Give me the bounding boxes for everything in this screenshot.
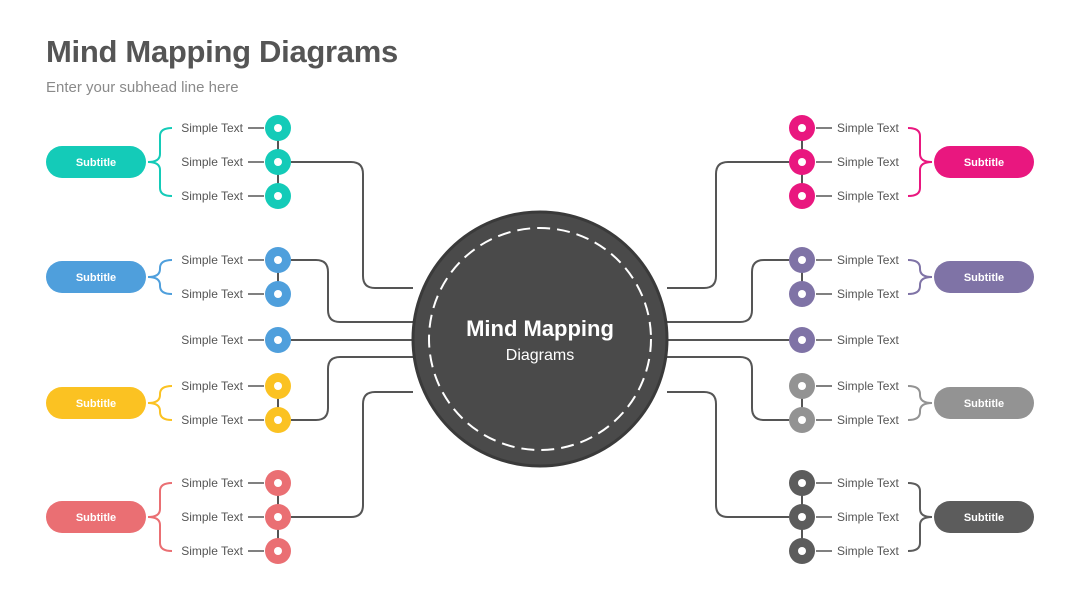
item-label: Simple Text	[181, 544, 243, 558]
trunk-connector	[667, 161, 789, 289]
trunk-connector	[667, 259, 789, 323]
item-label: Simple Text	[837, 253, 899, 267]
item-label: Simple Text	[181, 287, 243, 301]
center-circle	[411, 210, 669, 468]
node-dot-center	[274, 382, 282, 390]
subtitle-label: Subtitle	[76, 272, 116, 284]
bracket-icon	[147, 127, 173, 197]
item-label: Simple Text	[837, 155, 899, 169]
node-dot-center	[274, 158, 282, 166]
node-dot-center	[274, 513, 282, 521]
node-dot-center	[274, 416, 282, 424]
node-dot-center	[798, 192, 806, 200]
trunk-connector	[291, 259, 413, 323]
center-subtitle: Diagrams	[506, 347, 574, 364]
node-dot-center	[798, 382, 806, 390]
item-label: Simple Text	[837, 544, 899, 558]
item-label: Simple Text	[181, 155, 243, 169]
page-subhead: Enter your subhead line here	[46, 79, 239, 96]
subtitle-pill	[46, 146, 146, 178]
item-label: Simple Text	[837, 379, 899, 393]
node-dot-center	[274, 192, 282, 200]
subtitle-pill	[46, 501, 146, 533]
subtitle-label: Subtitle	[964, 398, 1004, 410]
item-label: Simple Text	[181, 476, 243, 490]
item-label: Simple Text	[181, 510, 243, 524]
subtitle-pill	[934, 261, 1034, 293]
node-dot-center	[798, 336, 806, 344]
bracket-icon	[907, 385, 933, 421]
subtitle-label: Subtitle	[76, 398, 116, 410]
node-dot-center	[798, 256, 806, 264]
node-dot-center	[798, 158, 806, 166]
item-label: Simple Text	[181, 253, 243, 267]
item-label: Simple Text	[837, 287, 899, 301]
trunk-connector	[291, 161, 413, 289]
bracket-icon	[147, 385, 173, 421]
item-label: Simple Text	[837, 413, 899, 427]
node-dot-center	[274, 256, 282, 264]
item-label: Simple Text	[181, 189, 243, 203]
node-dot-center	[274, 290, 282, 298]
subtitle-label: Subtitle	[964, 272, 1004, 284]
node-dot-center	[798, 547, 806, 555]
subtitle-label: Subtitle	[76, 512, 116, 524]
trunk-connector	[291, 356, 413, 421]
subtitle-pill	[46, 387, 146, 419]
right-branch-3: Simple Text	[789, 327, 899, 353]
center-dashed-ring	[428, 227, 652, 451]
page-title: Mind Mapping Diagrams	[46, 34, 398, 69]
connector-lines	[291, 161, 789, 518]
trunk-connector	[291, 391, 413, 518]
node-dot-center	[798, 290, 806, 298]
subtitle-label: Subtitle	[76, 157, 116, 169]
bracket-icon	[147, 482, 173, 552]
subtitle-pill	[934, 501, 1034, 533]
trunk-connector	[667, 391, 789, 518]
bracket-icon	[147, 259, 173, 295]
item-label: Simple Text	[837, 476, 899, 490]
node-dot-center	[274, 479, 282, 487]
bracket-icon	[907, 259, 933, 295]
node-dot-center	[274, 547, 282, 555]
node-dot-center	[274, 336, 282, 344]
trunk-connector	[667, 356, 789, 421]
subtitle-label: Subtitle	[964, 512, 1004, 524]
item-label: Simple Text	[181, 333, 243, 347]
node-dot-center	[798, 124, 806, 132]
bracket-icon	[907, 127, 933, 197]
item-label: Simple Text	[837, 189, 899, 203]
subtitle-pill	[934, 387, 1034, 419]
subtitle-label: Subtitle	[964, 157, 1004, 169]
left-branch-3: Simple Text	[181, 327, 291, 353]
bracket-icon	[907, 482, 933, 552]
item-label: Simple Text	[181, 413, 243, 427]
node-dot-center	[798, 513, 806, 521]
node-dot-center	[274, 124, 282, 132]
subtitle-pill	[934, 146, 1034, 178]
node-dot-center	[798, 416, 806, 424]
item-label: Simple Text	[837, 510, 899, 524]
center-node: Mind Mapping Diagrams	[411, 210, 669, 468]
item-label: Simple Text	[181, 379, 243, 393]
node-dot-center	[798, 479, 806, 487]
center-title: Mind Mapping	[466, 316, 614, 341]
item-label: Simple Text	[837, 121, 899, 135]
subtitle-pill	[46, 261, 146, 293]
item-label: Simple Text	[181, 121, 243, 135]
item-label: Simple Text	[837, 333, 899, 347]
